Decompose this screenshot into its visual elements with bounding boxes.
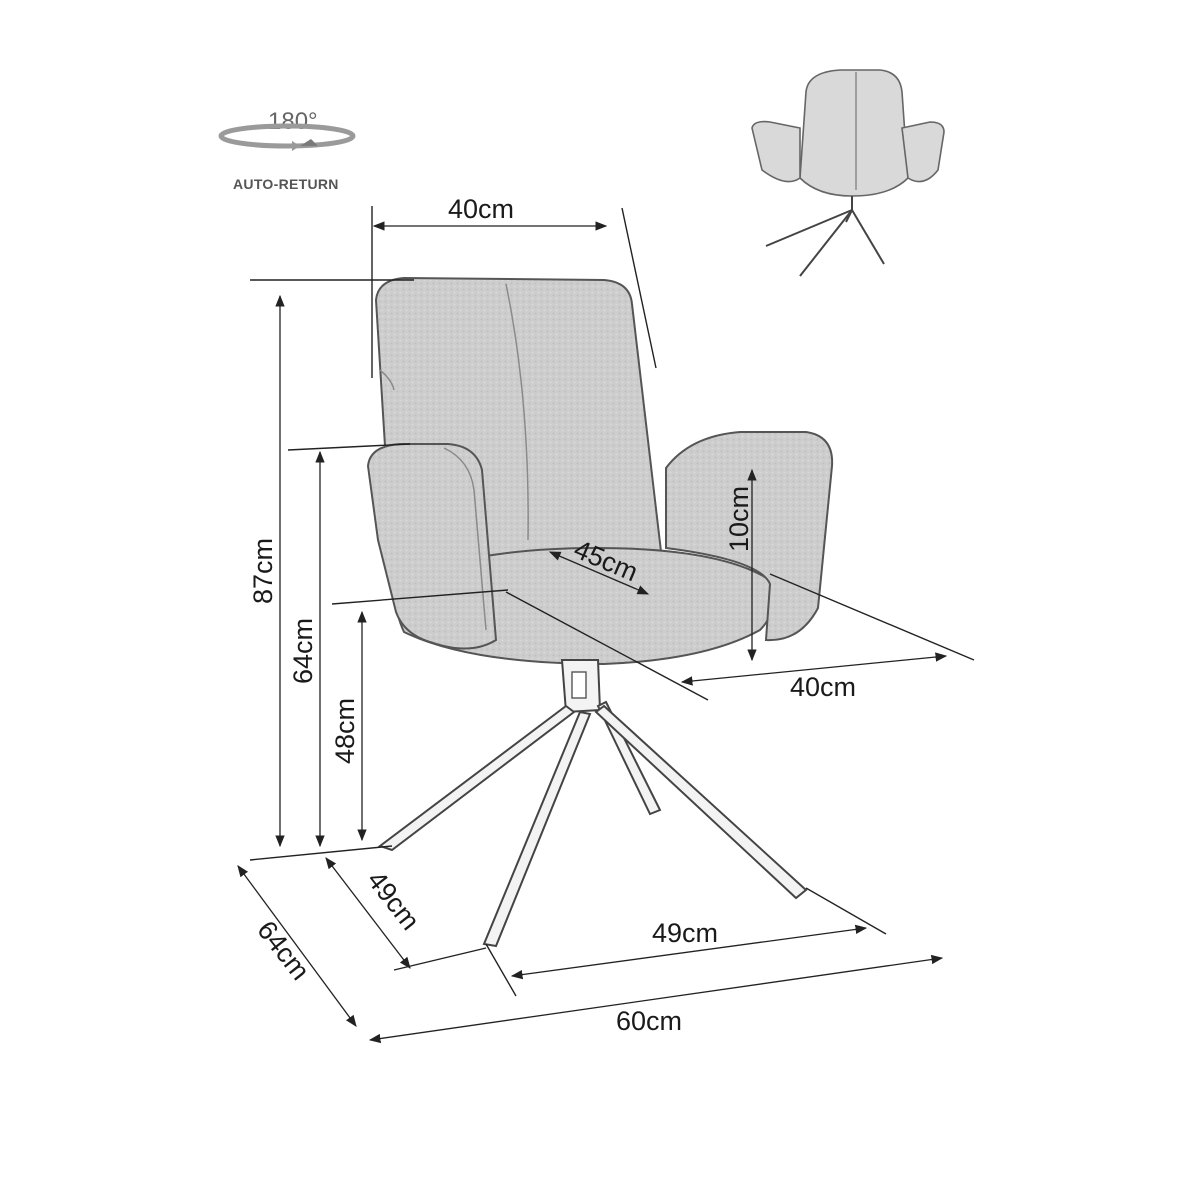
- armrest-over-seat-label: 10cm: [724, 486, 754, 552]
- total-width-arrow: [368, 954, 944, 1044]
- rotation-degree-label: 180°: [268, 108, 318, 135]
- total-depth-arrow: [237, 865, 357, 1027]
- chair-front-view: [366, 276, 834, 948]
- dimension-arrows: [237, 221, 948, 1044]
- auto-return-caption: AUTO-RETURN: [233, 176, 339, 192]
- chair-legs: [377, 700, 808, 948]
- total-width-label: 60cm: [616, 1006, 682, 1036]
- total-depth-label: 64cm: [251, 915, 315, 986]
- base-width-label: 49cm: [652, 918, 718, 948]
- back-width-label: 40cm: [448, 194, 514, 224]
- seat-height-label: 48cm: [330, 698, 360, 764]
- armrest-height-label: 64cm: [288, 618, 318, 684]
- auto-return-badge: 180° AUTO-RETURN: [218, 108, 356, 192]
- rotation-arrow-icon: [218, 123, 356, 151]
- seat-depth-arrow: [548, 551, 650, 595]
- total-height-label: 87cm: [248, 538, 278, 604]
- seat-width-arrow: [680, 652, 948, 686]
- seat-width-label: 40cm: [790, 672, 856, 702]
- base-depth-label: 49cm: [361, 865, 425, 936]
- chair-left-armrest: [366, 443, 498, 650]
- chair-rear-view-thumbnail: [751, 69, 945, 277]
